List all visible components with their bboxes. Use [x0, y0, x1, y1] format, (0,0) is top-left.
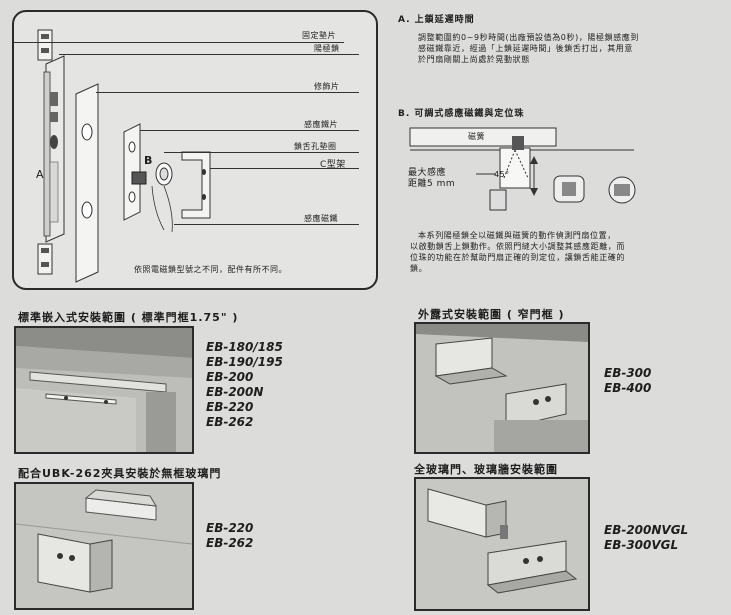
model-number: EB-262	[206, 536, 254, 550]
surface-mount-models: EB-300 EB-400	[604, 366, 651, 396]
marker-a: A	[36, 168, 44, 181]
section-b-line: 以啟動鎖舌上鎖動作。依照門縫大小調整其感應距離，而	[410, 242, 625, 251]
leader-line	[96, 92, 359, 93]
leader-line	[174, 224, 359, 225]
angle-label: 45°	[494, 170, 510, 179]
model-number: EB-300	[604, 366, 652, 380]
surface-mount-photo	[414, 322, 590, 454]
model-number: EB-220	[206, 521, 254, 535]
model-number: EB-200N	[206, 385, 264, 399]
section-b-line: 本系列陽極鎖全以磁鐵與磁簧的動作偵測門扇位置，	[418, 231, 616, 240]
panel-title-frameless-glass-clamp: 配合UBK-262夾具安裝於無框玻璃門	[18, 467, 222, 480]
model-number: EB-262	[206, 415, 254, 429]
leader-line	[210, 168, 359, 169]
parts-diagram: 固定墊片 陽極鎖 修飾片 感應鐵片 鎖舌孔墊圈 C型架 感應磁鐵 A B 依照電…	[12, 10, 378, 290]
model-number: EB-180/185	[206, 340, 283, 354]
part-label-trim-plate: 修飾片	[314, 82, 340, 91]
model-number: EB-200NVGL	[604, 523, 689, 537]
leader-line	[164, 152, 359, 153]
section-a-line: 於門扇剛關上尚處於晃動狀態	[418, 55, 530, 64]
distance-label-line-1: 最大感應	[408, 168, 447, 178]
frameless-glass-clamp-photo	[14, 482, 194, 610]
reed-switch-diagram	[409, 127, 636, 211]
leader-line	[14, 42, 344, 43]
model-number: EB-300VGL	[604, 538, 679, 552]
section-b-title: B. 可調式感應磁鐵與定位珠	[398, 109, 525, 119]
part-label-sensor-magnet: 感應磁鐵	[304, 214, 338, 223]
leader-line	[59, 54, 359, 55]
section-b-line: 位珠的功能在於幫助門扇正確的到定位，讓鎖舌能正確的	[410, 253, 625, 262]
model-number: EB-190/195	[206, 355, 283, 369]
model-number: EB-400	[604, 381, 652, 395]
all-glass-door-models: EB-200NVGL EB-300VGL	[604, 523, 688, 553]
section-a-title: A. 上鎖延遲時間	[398, 15, 475, 25]
panel-title-all-glass-door: 全玻璃門、玻璃牆安裝範圍	[414, 463, 558, 476]
section-a-line: 調整範圍約0~9秒時間(出廠預設值為0秒)，陽極鎖感應到	[418, 33, 640, 42]
reed-switch-label: 磁簧	[468, 132, 485, 141]
model-number: EB-200	[206, 370, 254, 384]
distance-label-line-2: 距離5 mm	[408, 179, 456, 189]
part-label-bolt-washer: 鎖舌孔墊圈	[294, 142, 337, 151]
accessory-note: 依照電磁鎖型號之不同，配件有所不同。	[134, 265, 287, 274]
model-number: EB-220	[206, 400, 254, 414]
frameless-glass-clamp-models: EB-220 EB-262	[206, 521, 253, 551]
part-label-strike-plate: 感應鐵片	[304, 120, 338, 129]
standard-mortise-photo	[14, 326, 194, 454]
section-a-text: 調整範圍約0~9秒時間(出廠預設值為0秒)，陽極鎖感應到 感磁鐵靠近，經過「上鎖…	[418, 32, 639, 65]
section-b-text: 本系列陽極鎖全以磁鐵與磁簧的動作偵測門扇位置， 以啟動鎖舌上鎖動作。依照門縫大小…	[410, 230, 625, 274]
marker-b: B	[144, 154, 153, 167]
section-b-line: 鎖。	[410, 264, 428, 273]
all-glass-door-photo	[414, 477, 590, 611]
leader-line	[140, 130, 359, 131]
part-label-fixing-plate: 固定墊片	[302, 31, 336, 40]
exploded-view-drawing	[37, 29, 211, 283]
part-label-anode-lock: 陽極鎖	[314, 44, 340, 53]
panel-title-surface-mount: 外露式安裝範圍 ( 窄門框 )	[418, 308, 565, 321]
standard-mortise-models: EB-180/185 EB-190/195 EB-200 EB-200N EB-…	[206, 340, 283, 430]
part-label-c-bracket: C型架	[320, 160, 346, 170]
panel-title-standard-mortise: 標準嵌入式安裝範圍 ( 標準門框1.75" )	[18, 311, 239, 324]
section-a-line: 感磁鐵靠近，經過「上鎖延遲時間」後鎖舌打出，其用意	[418, 44, 633, 53]
